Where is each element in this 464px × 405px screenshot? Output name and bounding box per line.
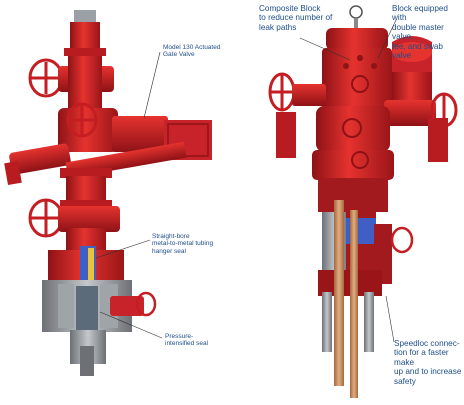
gate-valve-leader xyxy=(143,51,161,119)
left-upper-handwheel xyxy=(28,58,64,98)
speedloc-handwheel xyxy=(390,226,414,254)
pressure-seal-leader xyxy=(99,311,163,339)
block-equipped-leader xyxy=(377,19,397,59)
left-top-cap xyxy=(74,10,96,24)
label-straight-bore-seal: Straight-bore metal-to-metal tubing hang… xyxy=(152,233,214,255)
left-lower-handwheel xyxy=(28,198,64,238)
composite-block-leader xyxy=(299,37,351,61)
right-wellhead-assembly xyxy=(268,5,458,398)
right-left-handwheel xyxy=(268,72,296,112)
label-block-equipped: Block equipped with double master valve,… xyxy=(392,4,448,61)
left-wellhead-assembly xyxy=(4,10,212,376)
production-tubing xyxy=(334,200,344,386)
tubing-seal-leader xyxy=(95,239,151,259)
pressure-intensified-seal xyxy=(76,286,98,330)
left-mid-handwheel xyxy=(66,102,98,138)
label-pressure-intensified-seal: Pressure- intensified seal xyxy=(165,333,208,348)
composite-block xyxy=(326,28,388,50)
label-model-130-gate-valve: Model 130 Actuated Gate Valve xyxy=(163,44,221,59)
pressure-gauge xyxy=(349,5,363,19)
speedloc-leader xyxy=(385,295,395,343)
label-speedloc-connection: Speedloc connec- tion for a faster make … xyxy=(394,339,462,386)
model-130-actuated-gate-valve xyxy=(112,116,168,152)
label-composite-block: Composite Block to reduce number of leak… xyxy=(259,4,333,32)
